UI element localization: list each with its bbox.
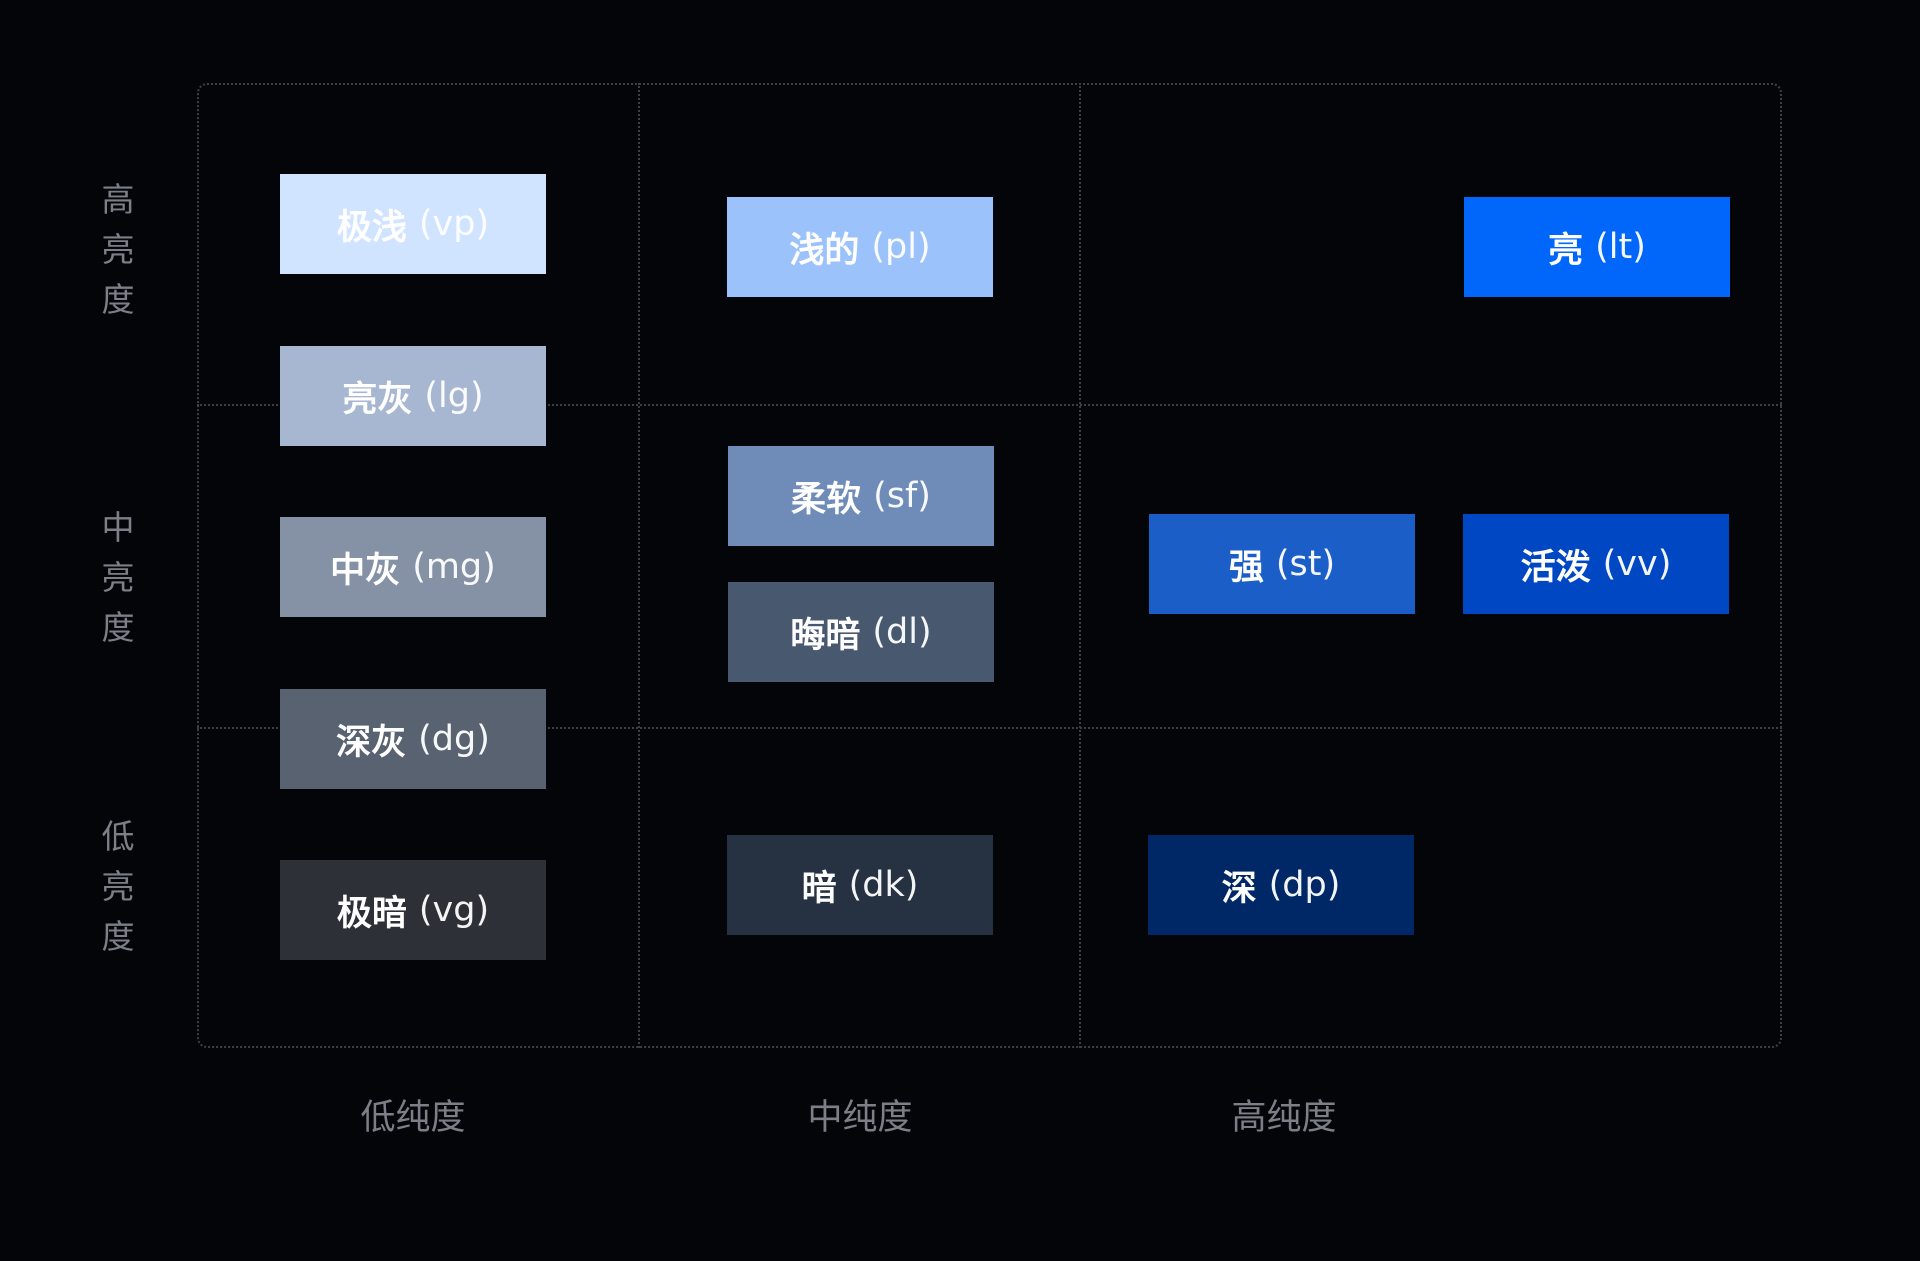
swatch-name: 晦暗: [790, 615, 861, 656]
swatch-name: 亮灰: [342, 379, 413, 420]
swatch-code: (pl): [871, 227, 931, 267]
row-label-char: 度: [101, 917, 135, 956]
swatch-code: (mg): [412, 547, 496, 587]
swatch-soft: 柔软 (sf): [728, 446, 994, 546]
row-label-char: 中: [101, 508, 135, 547]
swatch-name: 深: [1221, 868, 1257, 909]
swatch-very-pale: 极浅 (vp): [280, 174, 546, 274]
swatch-name: 活泼: [1520, 547, 1591, 588]
swatch-deep: 深 (dp): [1148, 835, 1414, 935]
swatch-code: (vg): [418, 890, 490, 930]
row-label-mid-brightness: 中 亮 度: [98, 503, 138, 653]
swatch-name: 极暗: [336, 893, 407, 934]
swatch-name: 亮: [1548, 230, 1584, 271]
swatch-pale: 浅的 (pl): [727, 197, 993, 297]
row-label-char: 亮: [101, 867, 135, 906]
swatch-light: 亮 (lt): [1464, 197, 1730, 297]
swatch-medium-grayish: 中灰 (mg): [280, 517, 546, 617]
row-divider-2: [197, 727, 1782, 729]
row-label-char: 高: [101, 180, 135, 219]
swatch-strong: 强 (st): [1149, 514, 1415, 614]
swatch-code: (dl): [872, 612, 932, 652]
swatch-code: (dg): [418, 719, 490, 759]
swatch-code: (sf): [873, 476, 931, 516]
row-label-char: 亮: [101, 230, 135, 269]
swatch-vivid: 活泼 (vv): [1463, 514, 1729, 614]
swatch-code: (dp): [1268, 865, 1341, 905]
swatch-dark-grayish: 深灰 (dg): [280, 689, 546, 789]
swatch-name: 柔软: [791, 479, 862, 520]
swatch-name: 中灰: [330, 550, 401, 591]
col-label-mid-saturation: 中纯度: [807, 1098, 913, 1138]
swatch-code: (vv): [1602, 544, 1672, 584]
row-label-char: 度: [101, 280, 135, 319]
swatch-light-grayish: 亮灰 (lg): [280, 346, 546, 446]
col-label-low-saturation: 低纯度: [360, 1098, 466, 1138]
row-label-char: 亮: [101, 558, 135, 597]
row-label-high-brightness: 高 亮 度: [98, 175, 138, 325]
swatch-dark: 暗 (dk): [727, 835, 993, 935]
row-divider-1: [197, 404, 1782, 406]
swatch-name: 极浅: [336, 207, 407, 248]
row-label-low-brightness: 低 亮 度: [98, 812, 138, 962]
swatch-code: (st): [1275, 544, 1336, 584]
swatch-code: (lt): [1595, 227, 1646, 267]
column-divider-2: [1079, 83, 1081, 1048]
col-label-high-saturation: 高纯度: [1231, 1098, 1337, 1138]
row-label-char: 低: [101, 817, 135, 856]
swatch-name: 深灰: [336, 722, 407, 763]
swatch-name: 强: [1228, 547, 1264, 588]
swatch-name: 浅的: [789, 230, 860, 271]
swatch-code: (vp): [418, 204, 490, 244]
row-label-char: 度: [101, 608, 135, 647]
swatch-name: 暗: [801, 868, 837, 909]
swatch-code: (dk): [848, 865, 919, 905]
swatch-code: (lg): [424, 376, 484, 416]
column-divider-1: [638, 83, 640, 1048]
swatch-dull: 晦暗 (dl): [728, 582, 994, 682]
swatch-very-dark-grayish: 极暗 (vg): [280, 860, 546, 960]
matrix-frame: [197, 83, 1782, 1048]
